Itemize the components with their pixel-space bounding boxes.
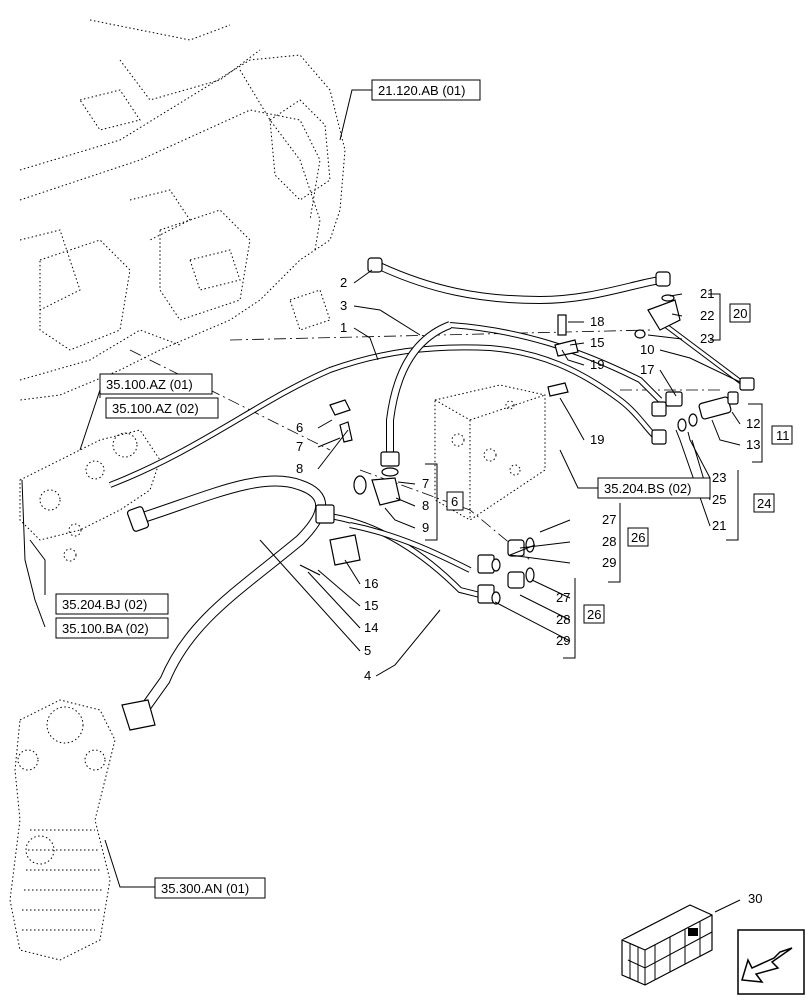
- callout-14: 14: [364, 620, 378, 635]
- kit-box-26-a[interactable]: 26: [627, 527, 649, 547]
- callout-19b: 19: [590, 432, 604, 447]
- callout-21b: 21: [712, 518, 726, 533]
- callout-6a: 6: [296, 420, 303, 435]
- kit-box-24[interactable]: 24: [753, 493, 775, 513]
- callout-27a: 27: [602, 512, 616, 527]
- callout-29a: 29: [602, 555, 616, 570]
- part-callouts: 2 3 1 21 22 23 18 15 19 10 17 12 13 19 2…: [296, 275, 762, 906]
- svg-text:26: 26: [631, 530, 645, 545]
- callout-22: 22: [700, 308, 714, 323]
- callout-23b: 23: [712, 470, 726, 485]
- svg-text:26: 26: [587, 607, 601, 622]
- reference-35-100-ba[interactable]: 35.100.BA (02): [55, 617, 169, 639]
- kit-box-26-b[interactable]: 26: [583, 604, 605, 624]
- svg-text:6: 6: [451, 494, 458, 509]
- callout-16: 16: [364, 576, 378, 591]
- svg-text:20: 20: [733, 306, 747, 321]
- reference-35-300-an[interactable]: 35.300.AN (01): [154, 877, 266, 899]
- svg-text:35.300.AN (01): 35.300.AN (01): [161, 881, 249, 896]
- callout-4: 4: [364, 668, 371, 683]
- callout-23a: 23: [700, 331, 714, 346]
- callout-1: 1: [340, 320, 347, 335]
- callout-8b: 8: [422, 498, 429, 513]
- svg-text:35.100.BA (02): 35.100.BA (02): [62, 621, 149, 636]
- callout-7b: 7: [422, 476, 429, 491]
- callout-28b: 28: [556, 612, 570, 627]
- callout-7a: 7: [296, 439, 303, 454]
- svg-text:35.204.BJ (02): 35.204.BJ (02): [62, 597, 147, 612]
- callout-25: 25: [712, 492, 726, 507]
- transmission-housing-drawing: [19, 19, 346, 401]
- svg-text:35.100.AZ (02): 35.100.AZ (02): [112, 401, 199, 416]
- callout-2: 2: [340, 275, 347, 290]
- callout-19a: 19: [590, 357, 604, 372]
- hoses: [108, 260, 747, 719]
- callout-29b: 29: [556, 633, 570, 648]
- pump-assembly: [19, 429, 161, 562]
- svg-text:11: 11: [776, 428, 790, 443]
- callout-13: 13: [746, 437, 760, 452]
- reference-35-204-bs[interactable]: 35.204.BS (02): [597, 477, 711, 499]
- callout-28a: 28: [602, 534, 616, 549]
- reference-35-100-az-01[interactable]: 35.100.AZ (01): [99, 373, 213, 395]
- callout-10: 10: [640, 342, 654, 357]
- control-valve-block: [434, 384, 546, 521]
- fittings: [121, 257, 755, 731]
- callout-15a: 15: [590, 335, 604, 350]
- callout-15b: 15: [364, 598, 378, 613]
- reference-35-100-az-02[interactable]: 35.100.AZ (02): [105, 397, 219, 419]
- callout-27b: 27: [556, 590, 570, 605]
- callout-9: 9: [422, 520, 429, 535]
- svg-text:24: 24: [757, 496, 771, 511]
- axle-housing: [9, 699, 116, 961]
- crate-icon: [621, 904, 713, 986]
- reference-21-120-ab[interactable]: 21.120.AB (01): [371, 79, 481, 101]
- callout-21a: 21: [700, 286, 714, 301]
- callout-12: 12: [746, 416, 760, 431]
- svg-text:21.120.AB (01): 21.120.AB (01): [378, 83, 465, 98]
- callout-8a: 8: [296, 461, 303, 476]
- kit-box-6[interactable]: 6: [446, 491, 464, 511]
- svg-text:35.100.AZ (01): 35.100.AZ (01): [106, 377, 193, 392]
- callout-3: 3: [340, 298, 347, 313]
- kit-box-11[interactable]: 11: [771, 425, 793, 445]
- callout-30: 30: [748, 891, 762, 906]
- callout-5: 5: [364, 643, 371, 658]
- kit-box-20[interactable]: 20: [729, 303, 751, 323]
- callout-17: 17: [640, 362, 654, 377]
- callout-18: 18: [590, 314, 604, 329]
- navigation-arrow-icon[interactable]: [737, 929, 805, 995]
- svg-text:35.204.BS (02): 35.204.BS (02): [604, 481, 691, 496]
- reference-35-204-bj[interactable]: 35.204.BJ (02): [55, 593, 169, 615]
